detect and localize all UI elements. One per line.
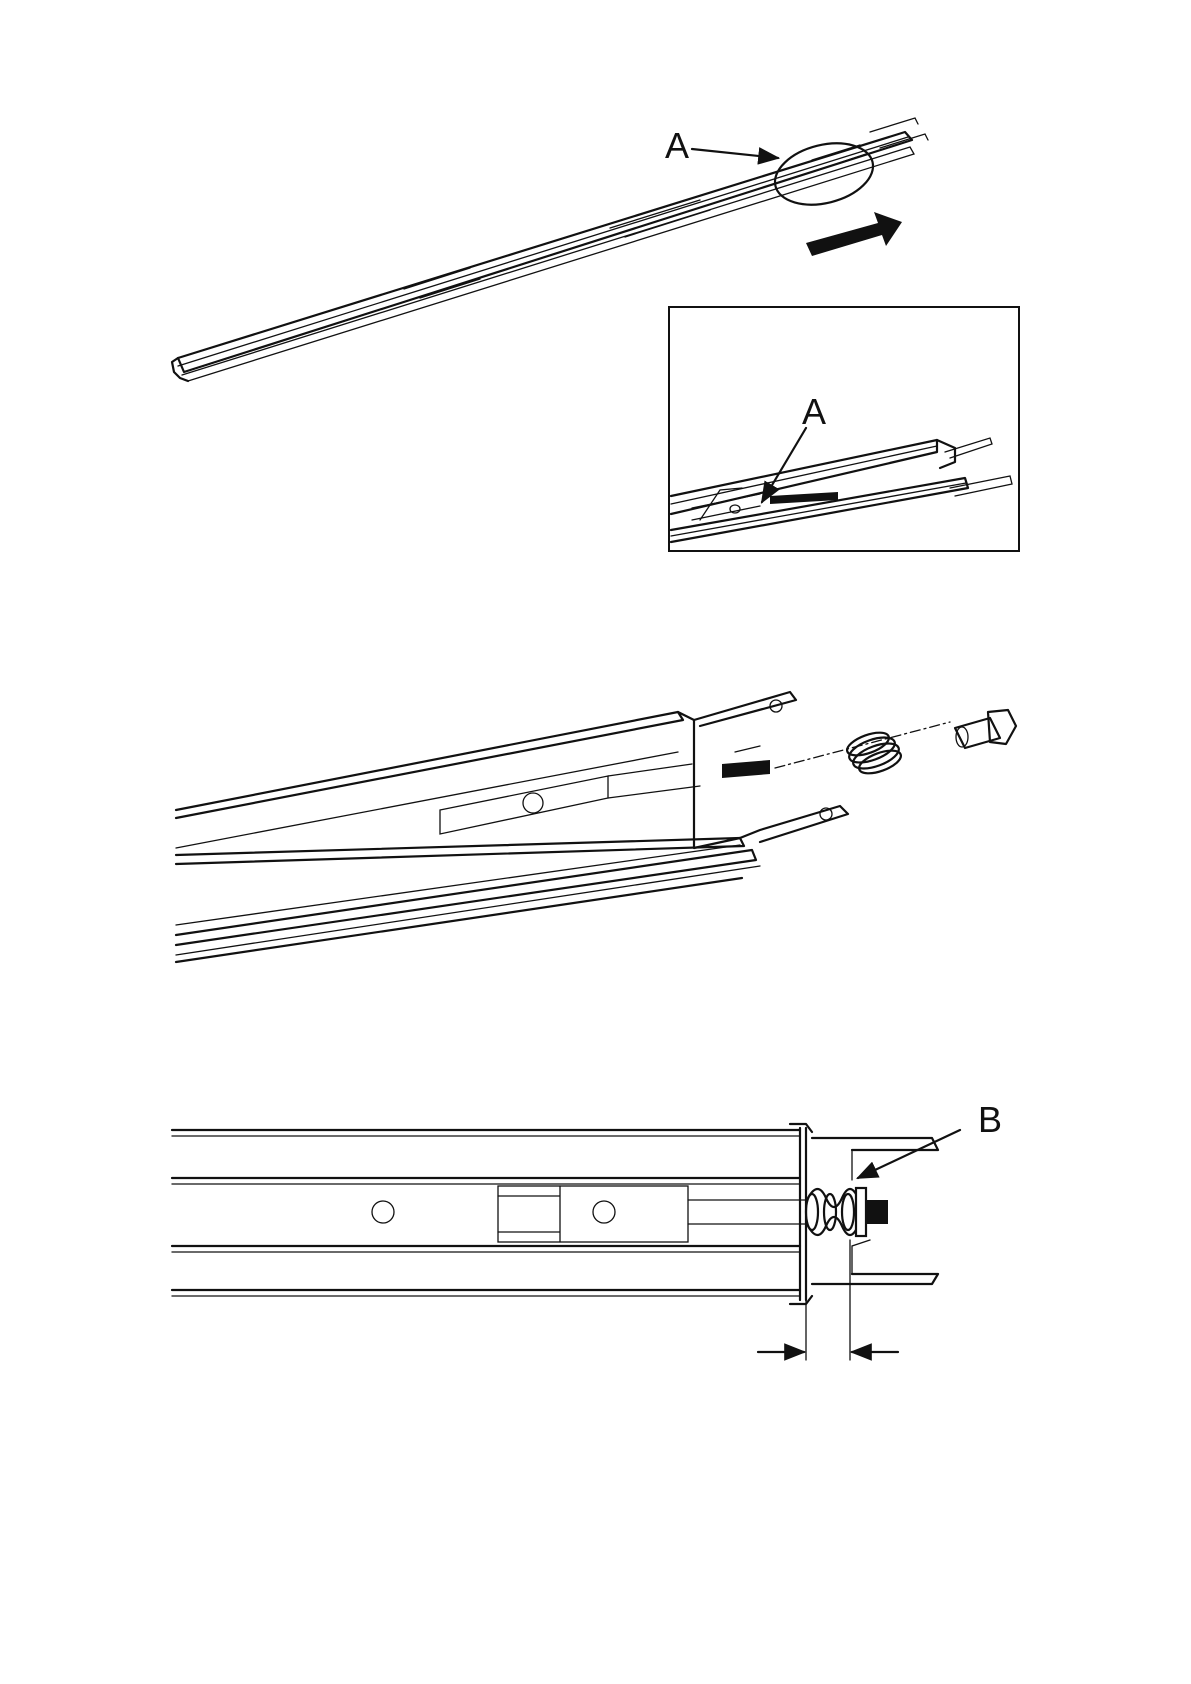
section-spring-icon [806, 1188, 888, 1236]
detail-inset-rail [671, 438, 1012, 542]
push-arrow-icon [806, 212, 902, 256]
detail-callout-label-a: A [802, 391, 826, 432]
hex-nut-icon [955, 710, 1016, 748]
callout-label-b: B [978, 1099, 1002, 1140]
detail-callout-leader-a [762, 428, 806, 502]
callout-label-a: A [665, 125, 689, 166]
figure-2-rail-end [176, 692, 848, 962]
callout-leader-a [692, 149, 778, 158]
gap-dimension [758, 1240, 898, 1360]
compression-spring-icon [844, 728, 904, 778]
